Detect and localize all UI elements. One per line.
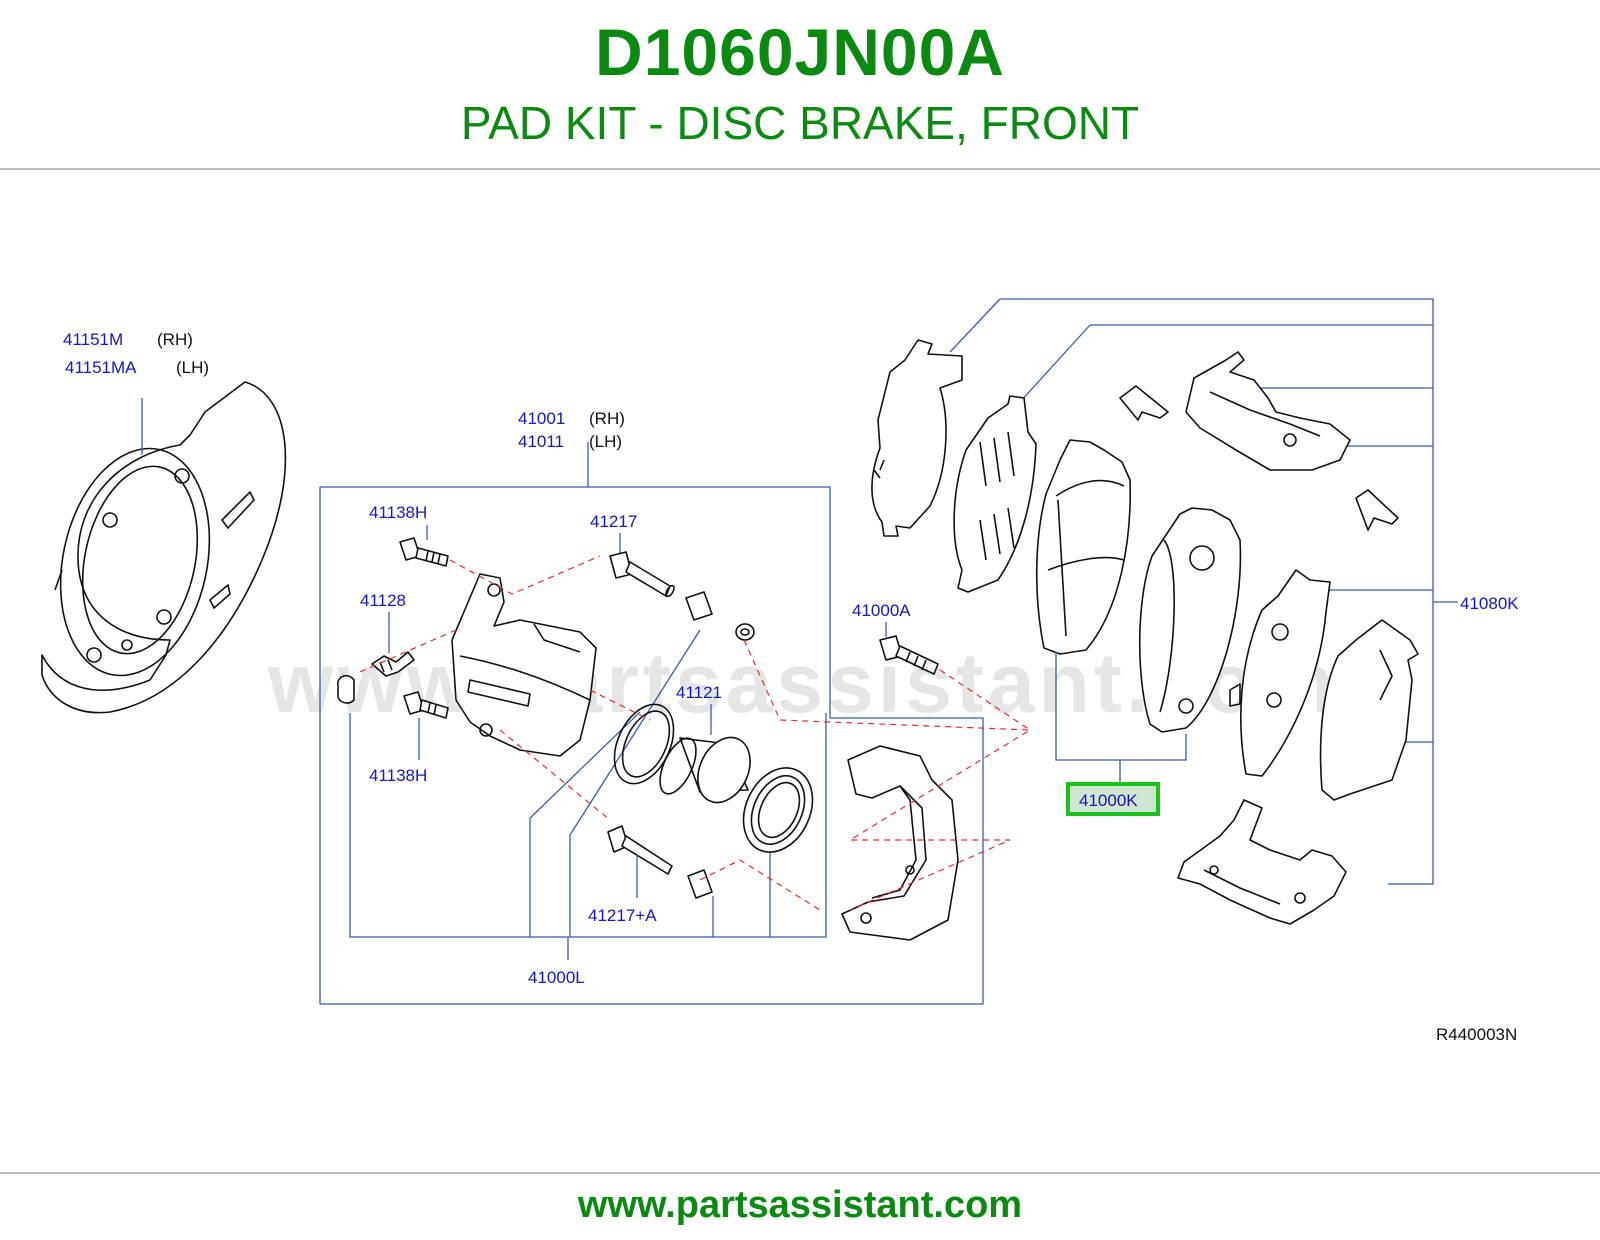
piston-seal-drawing <box>742 767 814 853</box>
pad-kit-bracket <box>1055 652 1187 761</box>
label-41151MA[interactable]: 41151MA <box>65 358 137 377</box>
hardware-kit-bracket <box>1000 298 1434 885</box>
seal-kit-bracket <box>349 713 827 938</box>
caliper-assembly-box <box>319 486 984 1005</box>
brake-pad-inner-drawing <box>1138 507 1242 733</box>
shim-3-drawing <box>1229 569 1331 777</box>
assembly-line-7 <box>699 859 821 911</box>
bolt-top-drawing <box>399 537 449 567</box>
dust-shield-drawing <box>41 381 287 714</box>
highlight-41000K[interactable] <box>1066 782 1160 816</box>
assembly-line-6 <box>939 669 1031 731</box>
bleeder-drawing <box>337 651 415 704</box>
label-41138H-top[interactable]: 41138H <box>369 503 427 522</box>
label-41000A[interactable]: 41000A <box>852 601 911 620</box>
bolt-mount-drawing <box>879 635 939 675</box>
caliper-body-drawing <box>451 573 597 757</box>
bolt-bottom-drawing <box>403 691 449 719</box>
part-description: PAD KIT - DISC BRAKE, FRONT <box>460 97 1140 149</box>
side-lh-41151MA: (LH) <box>176 358 209 377</box>
footer-url[interactable]: www.partsassistant.com <box>577 1184 1023 1226</box>
guide-pin-a-drawing <box>607 825 713 899</box>
label-41000L[interactable]: 41000L <box>528 968 585 987</box>
label-41121[interactable]: 41121 <box>676 683 722 702</box>
piston-drawing <box>659 736 751 804</box>
shim-inner-drawing <box>953 395 1037 593</box>
assembly-line-5 <box>743 639 1033 911</box>
label-41138H-bottom[interactable]: 41138H <box>369 766 427 785</box>
header: D1060JN00A PAD KIT - DISC BRAKE, FRONT <box>0 0 1600 170</box>
label-41011[interactable]: 41011 <box>518 432 564 451</box>
guide-pin-drawing <box>609 551 675 598</box>
shim-4-drawing <box>1319 619 1419 801</box>
shim-outer-drawing <box>871 339 963 537</box>
reference-code: R440003N <box>1436 1025 1517 1044</box>
boot-drawing <box>685 591 755 641</box>
small-clip-drawing <box>1119 385 1399 531</box>
pad-spring-drawing <box>1185 351 1351 471</box>
label-41151M[interactable]: 41151M <box>63 330 123 349</box>
caliper-support-drawing <box>841 745 959 941</box>
side-lh-41011: (LH) <box>589 432 622 451</box>
assembly-line-4 <box>589 689 651 721</box>
label-41217-A[interactable]: 41217+A <box>588 906 657 925</box>
label-41080K[interactable]: 41080K <box>1460 594 1519 613</box>
leader-boot <box>569 629 701 937</box>
brake-pad-outer-drawing <box>1035 439 1132 655</box>
label-41128[interactable]: 41128 <box>360 591 406 610</box>
leader-shim-2 <box>1019 324 1091 403</box>
assembly-line-1 <box>449 555 601 595</box>
lower-pad-clip-drawing <box>1177 799 1347 925</box>
leader-shim-1 <box>949 298 1001 353</box>
side-rh-41001: (RH) <box>589 409 625 428</box>
side-rh-41151M: (RH) <box>157 330 193 349</box>
header-divider <box>0 168 1600 170</box>
label-41217[interactable]: 41217 <box>590 512 637 531</box>
assembly-line-3 <box>499 729 611 821</box>
part-number-title: D1060JN00A <box>595 15 1005 89</box>
leader-seal-ring <box>529 711 641 937</box>
label-41000K[interactable]: 41000K <box>1079 791 1138 810</box>
label-41001[interactable]: 41001 <box>518 409 565 428</box>
footer-divider <box>0 1172 1600 1174</box>
